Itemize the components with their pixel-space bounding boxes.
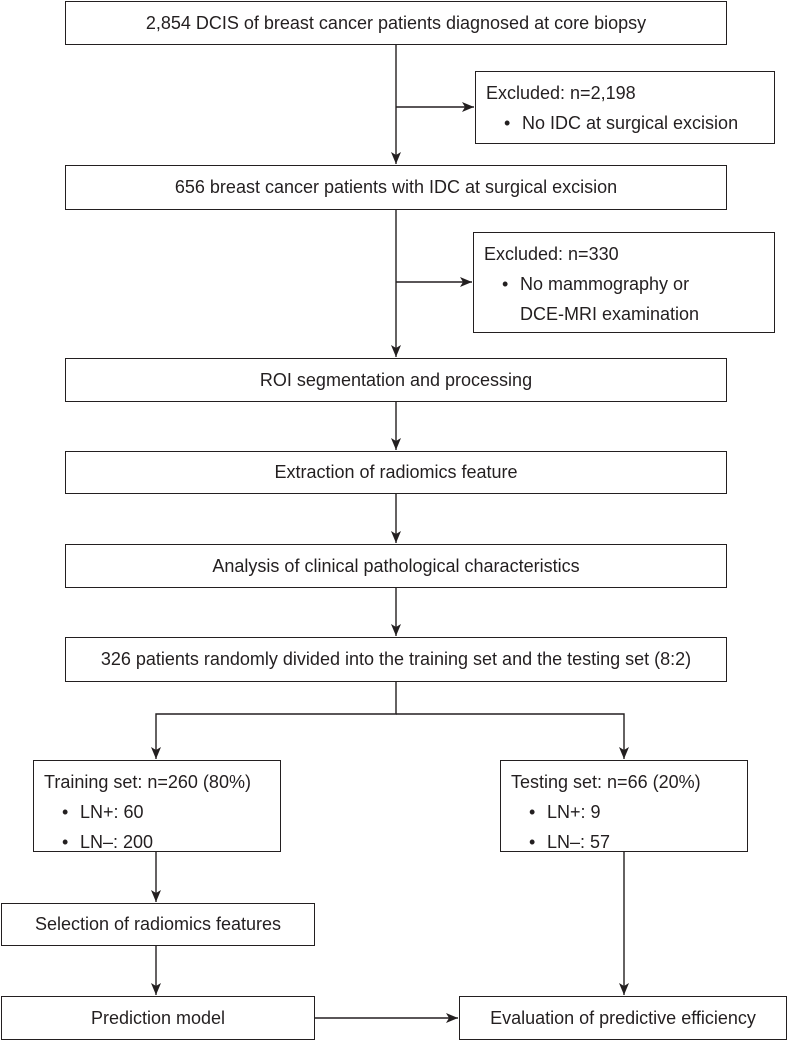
testing-box: Testing set: n=66 (20%) • LN+: 9 • LN–: 57 (500, 760, 748, 852)
evaluation-box: Evaluation of predictive efficiency (459, 996, 787, 1040)
evaluation-text: Evaluation of predictive efficiency (490, 1007, 756, 1028)
selection-text: Selection of radiomics features (34, 914, 282, 934)
excluded-1-title: Excluded: n=2,198 (486, 83, 636, 103)
bullet-icon: • (529, 832, 536, 852)
testing-title: Testing set: n=66 (20%) (511, 772, 701, 792)
testing-lnpos-text: LN+: 9 (547, 802, 601, 822)
prediction-box: Prediction model (1, 996, 315, 1040)
excluded-2-item-line1: No mammography or (520, 274, 690, 294)
excluded-2-item: • No mammography or (484, 269, 774, 299)
training-title: Training set: n=260 (80%) (44, 772, 251, 792)
analysis-text: Analysis of clinical pathological charac… (212, 555, 580, 576)
excluded-2-item-line2: DCE-MRI examination (520, 304, 700, 324)
prediction-text: Prediction model (90, 1007, 226, 1028)
bullet-icon: • (62, 832, 69, 852)
training-lnpos-text: LN+: 60 (80, 802, 144, 822)
bullet-icon: • (62, 802, 69, 822)
extraction-box: Extraction of radiomics feature (65, 451, 727, 494)
testing-lnpos: • LN+: 9 (511, 797, 747, 827)
start-box: 2,854 DCIS of breast cancer patients dia… (65, 1, 727, 45)
excluded-box-2: Excluded: n=330 • No mammography or DCE-M… (473, 232, 775, 333)
extraction-text: Extraction of radiomics feature (274, 462, 518, 482)
analysis-box: Analysis of clinical pathological charac… (65, 544, 727, 588)
split-branch-line-right (396, 713, 629, 759)
idc-text: 656 breast cancer patients with IDC at s… (174, 177, 618, 197)
testing-lnneg: • LN–: 57 (511, 827, 747, 857)
split-box: 326 patients randomly divided into the t… (65, 637, 727, 682)
idc-box: 656 breast cancer patients with IDC at s… (65, 165, 727, 210)
excluded-1-item: • No IDC at surgical excision (486, 108, 774, 138)
excluded-box-1: Excluded: n=2,198 • No IDC at surgical ex… (475, 71, 775, 144)
training-lnpos: • LN+: 60 (44, 797, 280, 827)
roi-box: ROI segmentation and processing (65, 358, 727, 402)
training-box: Training set: n=260 (80%) • LN+: 60 • LN–:… (33, 760, 281, 852)
roi-text: ROI segmentation and processing (259, 369, 533, 390)
training-lnneg-text: LN–: 200 (80, 832, 154, 852)
excluded-1-item-text: No IDC at surgical excision (522, 113, 739, 133)
bullet-icon: • (529, 802, 536, 822)
split-branch-line (151, 682, 397, 759)
testing-lnneg-text: LN–: 57 (547, 832, 611, 852)
selection-box: Selection of radiomics features (1, 903, 315, 946)
bullet-icon: • (502, 274, 509, 294)
excluded-2-title: Excluded: n=330 (484, 244, 619, 264)
bullet-icon: • (504, 113, 511, 133)
start-text: 2,854 DCIS of breast cancer patients dia… (145, 12, 647, 33)
training-lnneg: • LN–: 200 (44, 827, 280, 857)
split-text: 326 patients randomly divided into the t… (100, 649, 692, 669)
